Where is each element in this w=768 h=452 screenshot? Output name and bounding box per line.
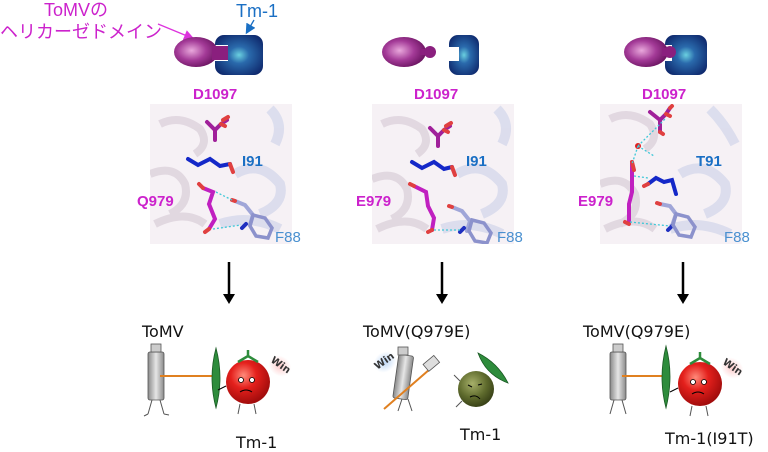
residue-label-i91: I91 <box>242 153 263 170</box>
virus-label: ToMV(Q979E) <box>583 322 691 341</box>
cartoon-scene-3 <box>609 343 722 417</box>
helicase-label-line2: ヘリカーゼドメイン <box>0 22 162 42</box>
residue-label-d1097: D1097 <box>642 86 687 103</box>
hammer-handle <box>383 368 431 410</box>
residue-label-f88: F88 <box>724 229 750 246</box>
residue-label-e979: E979 <box>578 193 614 210</box>
hammer-head <box>422 354 441 372</box>
schematic-bound-3 <box>624 35 707 75</box>
tm1-shape <box>215 35 263 75</box>
residue-label-d1097: D1097 <box>193 86 238 103</box>
tm1-label: Tm-1 <box>236 1 278 21</box>
down-arrow-2 <box>436 262 448 304</box>
down-arrow-3 <box>677 262 689 304</box>
residue-label-q979: Q979 <box>137 193 174 210</box>
down-arrow-1 <box>223 262 235 304</box>
legend-pointer-arrows <box>157 19 256 40</box>
virus-label: ToMV <box>142 322 184 341</box>
cartoon-scene-1 <box>143 343 270 417</box>
tomato-character <box>678 362 722 406</box>
cartoon-scene-2 <box>383 346 509 412</box>
residue-label-e979: E979 <box>356 193 392 210</box>
residue-label-f88: F88 <box>275 229 301 246</box>
residue-label-t91: T91 <box>696 153 722 170</box>
residue-label-i91: I91 <box>466 153 487 170</box>
virus-label: ToMV(Q979E) <box>363 322 471 341</box>
host-label: Tm-1(I91T) <box>665 429 754 448</box>
helicase-domain-shape <box>174 37 218 67</box>
host-label: Tm-1 <box>460 425 502 444</box>
residue-label-d1097: D1097 <box>414 86 459 103</box>
leaf-shield <box>211 346 221 410</box>
schematic-unbound <box>382 35 479 75</box>
schematic-bound-1 <box>174 35 263 75</box>
wilted-tomato-character <box>458 371 494 407</box>
dropped-leaf-shield <box>477 352 509 384</box>
host-label: Tm-1 <box>236 433 278 452</box>
residue-label-f88: F88 <box>497 229 523 246</box>
structure-panel-1 <box>150 104 292 244</box>
leaf-shield <box>661 345 671 409</box>
structure-panel-2 <box>372 104 514 244</box>
tomato-character <box>226 360 270 404</box>
structure-panel-3 <box>600 104 742 244</box>
helicase-label-line1: ToMVの <box>44 0 109 20</box>
